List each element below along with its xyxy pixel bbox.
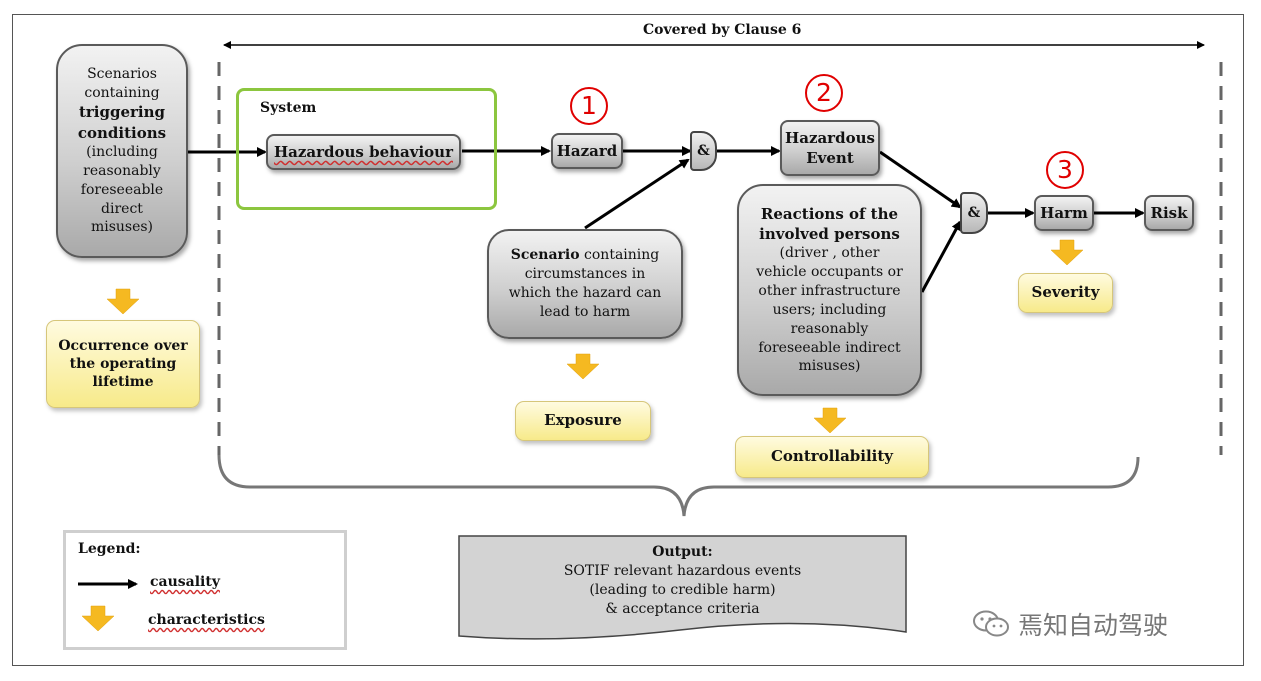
scenario-box: Scenario containing circumstances in whi… — [487, 229, 683, 339]
system-box — [236, 88, 497, 210]
arrow-reactions-to-gate2 — [920, 220, 962, 293]
output-line-0: SOTIF relevant hazardous events — [563, 562, 802, 579]
controllability-label: Controllability — [770, 447, 894, 466]
exposure-label: Exposure — [544, 411, 622, 430]
occurrence-line-0: Occurrence over — [58, 337, 188, 354]
occurrence-line-2: lifetime — [92, 374, 154, 391]
scenarios-line1: Scenarios — [87, 65, 157, 82]
hazard-box: Hazard — [551, 133, 623, 169]
controllability-down-arrow — [813, 407, 847, 434]
output-line-1: (leading to credible harm) — [589, 581, 776, 598]
legend-title: Legend: — [78, 541, 141, 557]
hazardous-behaviour-box: Hazardous behaviour — [266, 134, 461, 170]
hazardous-event-box: Hazardous Event — [780, 120, 880, 176]
occurrence-down-arrow — [106, 288, 140, 315]
scenarios-rest-2: foreseeable — [80, 181, 164, 198]
scenarios-rest-1: reasonably — [83, 162, 161, 179]
number-2-badge: 2 — [805, 74, 843, 112]
output-line-2: & acceptance criteria — [605, 600, 760, 617]
reactions-line-4: reasonably — [790, 320, 869, 337]
wechat-logo-icon — [973, 610, 1009, 637]
watermark-text: 焉知自动驾驶 — [1018, 611, 1169, 640]
scenarios-rest-3: direct — [101, 200, 143, 217]
output-document-shape — [458, 535, 907, 640]
occurrence-box: Occurrence over the operating lifetime — [46, 320, 200, 408]
and-gate-1: & — [690, 131, 717, 171]
legend-characteristics-label: characteristics — [148, 612, 265, 628]
hazardous-event-line-0: Hazardous — [785, 128, 875, 147]
reactions-line-0: (driver , other — [779, 245, 880, 262]
watermark: 焉知自动驾驶 — [972, 606, 1168, 642]
reactions-bold-1: involved persons — [759, 224, 900, 243]
scenarios-bold2: conditions — [77, 123, 167, 142]
number-3-badge: 3 — [1046, 151, 1084, 189]
legend-characteristics-arrow — [81, 605, 115, 632]
output-text: Output: SOTIF relevant hazardous events … — [459, 543, 906, 619]
arrow-scenario-to-gate1 — [584, 158, 690, 230]
risk-box: Risk — [1144, 195, 1194, 231]
scenarios-rest-4: misuses) — [90, 219, 154, 236]
and-gate-2: & — [960, 192, 988, 234]
diagram-frame — [12, 14, 1244, 666]
scope-brace — [217, 454, 1140, 517]
hazard-label: Hazard — [556, 141, 618, 160]
and-gate-2-label: & — [967, 205, 981, 221]
risk-label: Risk — [1150, 203, 1188, 222]
reactions-line-6: misuses) — [798, 358, 861, 375]
reactions-line-3: users; including — [772, 301, 887, 318]
controllability-box: Controllability — [735, 436, 929, 478]
legend-causality-label: causality — [150, 574, 220, 590]
legend-box — [63, 530, 347, 650]
hazardous-behaviour-label: Hazardous behaviour — [274, 142, 453, 161]
exposure-down-arrow — [566, 353, 600, 380]
reactions-line-2: other infrastructure — [758, 282, 901, 299]
number-1-badge: 1 — [570, 87, 608, 125]
scenario-line-0: circumstances in — [524, 266, 646, 283]
scenarios-line2: containing — [84, 84, 160, 101]
reactions-line-5: foreseeable indirect — [758, 339, 901, 356]
reactions-box: Reactions of the involved persons (drive… — [737, 184, 922, 396]
severity-box: Severity — [1018, 273, 1113, 313]
reactions-bold-0: Reactions of the — [760, 204, 899, 223]
severity-down-arrow — [1050, 239, 1084, 266]
severity-label: Severity — [1031, 283, 1100, 302]
arrow-event-to-gate2 — [879, 150, 962, 209]
scenario-line1-rest: containing — [579, 247, 660, 264]
hazardous-event-line-1: Event — [806, 149, 854, 167]
output-title: Output: — [652, 544, 713, 560]
system-title: System — [260, 100, 317, 116]
occurrence-line-1: the operating — [69, 355, 177, 372]
scenarios-bold1: triggering — [78, 103, 166, 122]
exposure-box: Exposure — [515, 401, 651, 441]
scenario-line-1: which the hazard can — [508, 285, 662, 301]
harm-box: Harm — [1034, 195, 1094, 231]
covered-label: Covered by Clause 6 — [643, 22, 802, 38]
scenario-line-2: lead to harm — [539, 303, 631, 320]
reactions-line-1: vehicle occupants or — [756, 264, 903, 281]
scenarios-box: Scenarios containing triggering conditio… — [56, 44, 188, 258]
scenario-bold: Scenario — [510, 247, 580, 264]
harm-label: Harm — [1040, 203, 1088, 222]
scenarios-rest-0: (including — [86, 143, 158, 160]
and-gate-1-label: & — [697, 143, 710, 159]
